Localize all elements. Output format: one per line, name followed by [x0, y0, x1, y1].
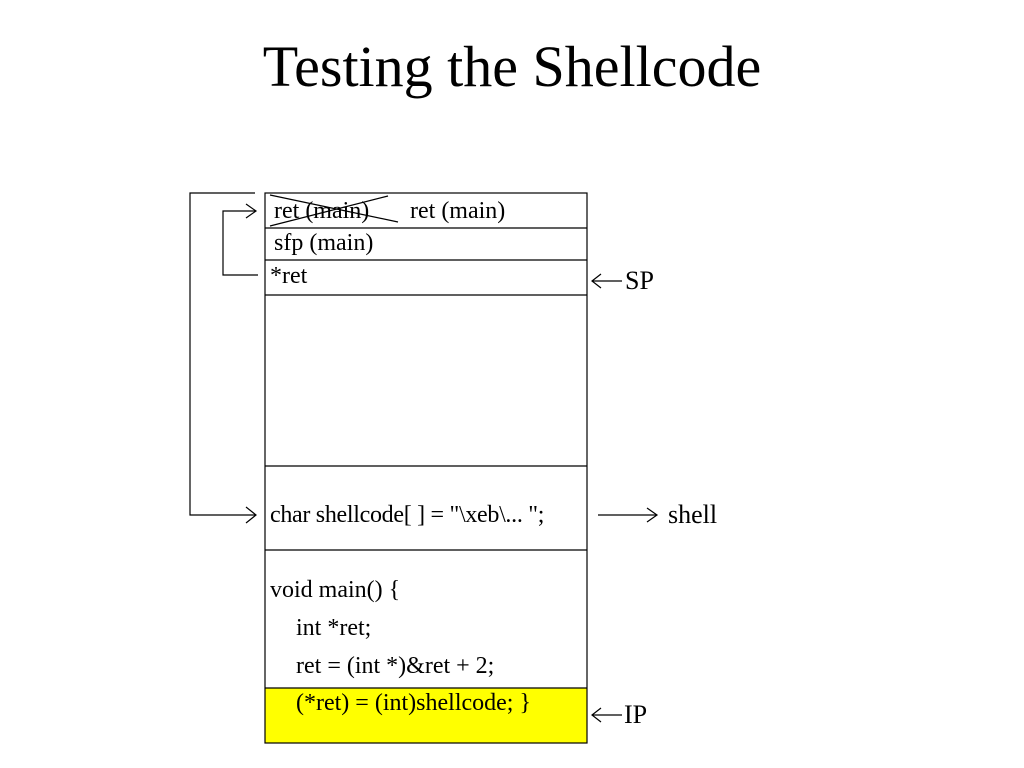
ret-main-crossed: ret (main)	[274, 198, 370, 224]
main-function-open: void main() {	[270, 577, 401, 603]
ip-label: IP	[624, 700, 648, 729]
strike-cross	[269, 194, 399, 227]
sfp-main: sfp (main)	[274, 230, 374, 256]
code-line-assign: ret = (int *)&ret + 2;	[296, 653, 495, 679]
sp-arrow	[591, 273, 622, 289]
shell-arrow	[598, 507, 659, 523]
code-line-call: (*ret) = (int)shellcode; }	[296, 690, 531, 716]
shellcode-declaration: char shellcode[ ] = "\xeb\... ";	[270, 502, 545, 528]
shell-label: shell	[668, 500, 718, 529]
memory-box	[264, 192, 588, 744]
arrowhead-inner	[245, 203, 258, 219]
sp-label: SP	[625, 266, 654, 295]
arrowhead-outer	[245, 506, 257, 524]
ip-arrow	[591, 707, 622, 723]
highlight-row	[265, 688, 587, 743]
connector-inner	[222, 210, 258, 276]
connector-outer	[189, 192, 255, 516]
ret-pointer: *ret	[270, 263, 308, 289]
slide-title: Testing the Shellcode	[262, 34, 762, 99]
ret-main: ret (main)	[410, 198, 506, 224]
code-line-decl: int *ret;	[296, 615, 372, 641]
